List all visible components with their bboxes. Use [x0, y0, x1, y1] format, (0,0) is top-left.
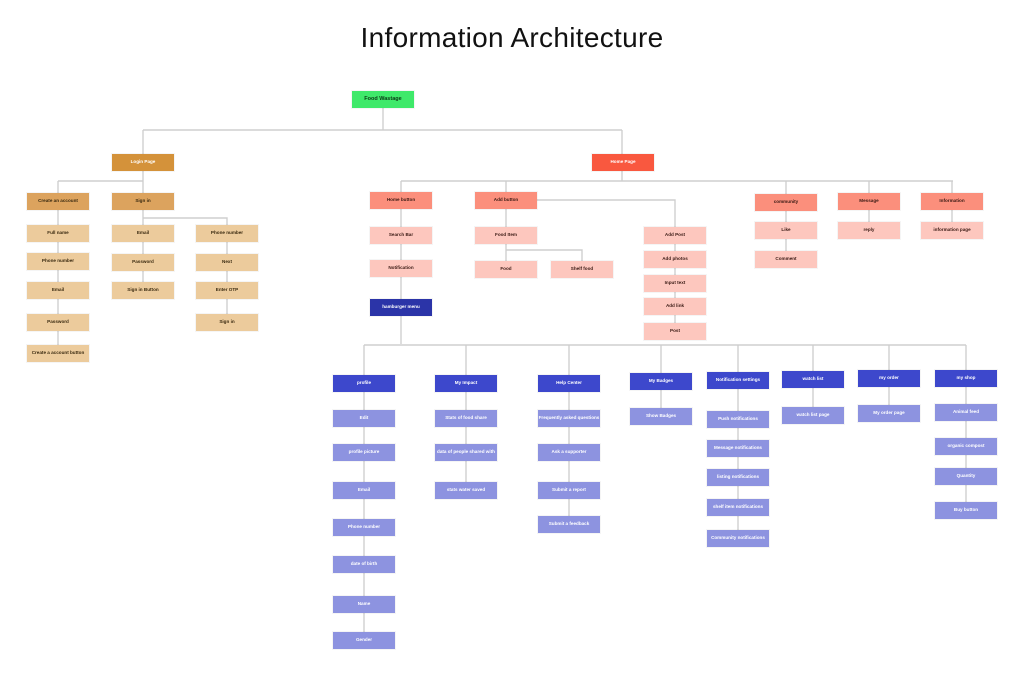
node-item: Quantity: [935, 468, 997, 485]
node-my-impact: My Impact: [435, 375, 497, 392]
node-my-order: my order: [858, 370, 920, 387]
node-root: Food Wastage: [352, 91, 414, 108]
node-item: Email: [27, 282, 89, 299]
node-item: Submit a report: [538, 482, 600, 499]
node-item: Stats of food share: [435, 410, 497, 427]
node-item: stats water saved: [435, 482, 497, 499]
node-item: Phone number: [27, 253, 89, 270]
node-my-shop: my shop: [935, 370, 997, 387]
node-food-item: Food Item: [475, 227, 537, 244]
node-item: Show Badges: [630, 408, 692, 425]
node-information: Information: [921, 193, 983, 210]
node-item: Input text: [644, 275, 706, 292]
node-item: Like: [755, 222, 817, 239]
node-home-button: Home button: [370, 192, 432, 209]
node-item: Buy button: [935, 502, 997, 519]
node-item: My order page: [858, 405, 920, 422]
node-item: Push notifications: [707, 411, 769, 428]
node-item: Next: [196, 254, 258, 271]
node-item: Phone number: [333, 519, 395, 536]
node-community: community: [755, 194, 817, 211]
node-create-account: Create an account: [27, 193, 89, 210]
node-item: Sign in: [196, 314, 258, 331]
node-item: reply: [838, 222, 900, 239]
node-item: Ask a supporter: [538, 444, 600, 461]
node-item: Search Bar: [370, 227, 432, 244]
node-item: Email: [112, 225, 174, 242]
node-item: Add link: [644, 298, 706, 315]
node-item: Message notifications: [707, 440, 769, 457]
node-help-center: Help Center: [538, 375, 600, 392]
node-item: Notification: [370, 260, 432, 277]
node-item: Frequently asked questions: [538, 410, 600, 427]
node-item: Community notifications: [707, 530, 769, 547]
node-watch-list: watch list: [782, 371, 844, 388]
node-item: information page: [921, 222, 983, 239]
node-item: Full name: [27, 225, 89, 242]
node-item: Create a account button: [27, 345, 89, 362]
node-item: Comment: [755, 251, 817, 268]
node-item: Phone number: [196, 225, 258, 242]
node-item: Enter OTP: [196, 282, 258, 299]
node-item: Sign in Button: [112, 282, 174, 299]
node-my-badges: My Badges: [630, 373, 692, 390]
node-item: Animal feed: [935, 404, 997, 421]
node-item: Password: [27, 314, 89, 331]
node-item: Add photos: [644, 251, 706, 268]
node-item: Edit: [333, 410, 395, 427]
node-item: Post: [644, 323, 706, 340]
node-sign-in: Sign in: [112, 193, 174, 210]
node-item: profile picture: [333, 444, 395, 461]
node-item: Gender: [333, 632, 395, 649]
node-item: Email: [333, 482, 395, 499]
node-notification-settings: Notification settings: [707, 372, 769, 389]
node-home-page: Home Page: [592, 154, 654, 171]
page-title: Information Architecture: [360, 22, 664, 53]
node-item: Submit a feedback: [538, 516, 600, 533]
node-hamburger-menu: hamburger menu: [370, 299, 432, 316]
node-add-button: Add button: [475, 192, 537, 209]
node-profile: profile: [333, 375, 395, 392]
node-login-page: Login Page: [112, 154, 174, 171]
node-item: date of birth: [333, 556, 395, 573]
node-item: Password: [112, 254, 174, 271]
node-message: Message: [838, 193, 900, 210]
node-item: Shelf food: [551, 261, 613, 278]
node-item: Add Post: [644, 227, 706, 244]
node-item: organic compost: [935, 438, 997, 455]
node-item: watch list page: [782, 407, 844, 424]
node-item: shelf item notifications: [707, 499, 769, 516]
node-item: data of people shared with: [435, 444, 497, 461]
node-item: Food: [475, 261, 537, 278]
node-item: listing notifications: [707, 469, 769, 486]
node-item: Name: [333, 596, 395, 613]
